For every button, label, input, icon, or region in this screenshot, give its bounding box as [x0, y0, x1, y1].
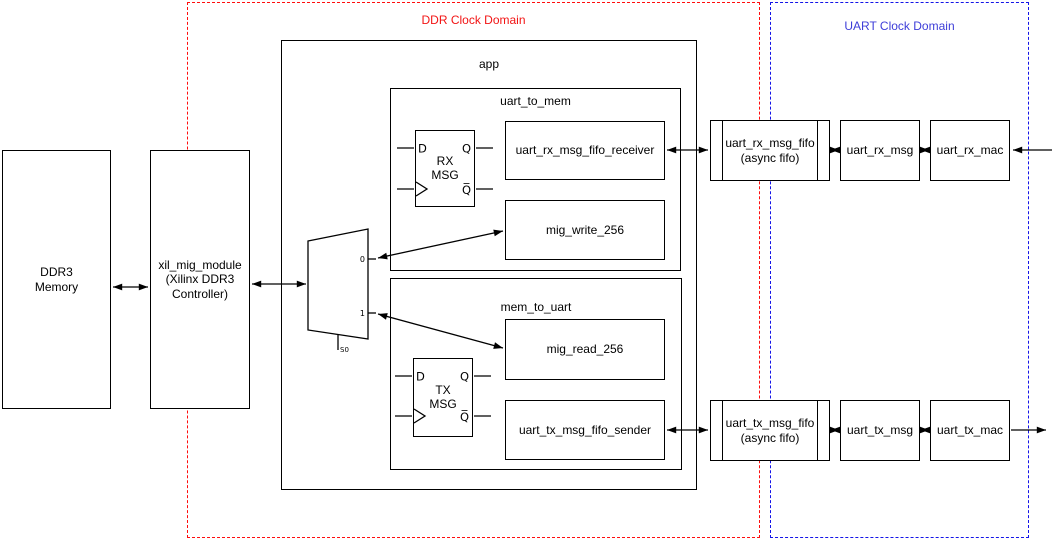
block-uart-rx-msg-label: uart_rx_msg [846, 143, 914, 158]
flipflop-rx-msg: RX MSG [415, 130, 475, 207]
uart-clock-domain-label: UART Clock Domain [844, 19, 955, 33]
block-uart-tx-mac: uart_tx_mac [930, 400, 1010, 461]
block-uart-to-mem-label: uart_to_mem [500, 94, 571, 108]
block-uart-rx-msg-fifo: uart_rx_msg_fifo (async fifo) [710, 120, 830, 181]
fifo-inner-line-right [817, 401, 819, 460]
block-xil-mig-module-label: xil_mig_module (Xilinx DDR3 Controller) [158, 258, 242, 301]
block-uart-rx-msg: uart_rx_msg [840, 120, 920, 181]
fifo-inner-line-left [721, 401, 723, 460]
block-mig-write-256: mig_write_256 [505, 200, 665, 260]
block-uart-tx-msg: uart_tx_msg [840, 400, 920, 461]
flipflop-tx-msg: TX MSG [413, 358, 473, 437]
block-ddr3-memory: DDR3 Memory [2, 150, 111, 409]
block-mig-read-256-label: mig_read_256 [546, 342, 624, 357]
fifo-inner-line-right [817, 121, 819, 180]
uart-clock-domain-region: UART Clock Domain [770, 2, 1029, 538]
block-uart-rx-mac: uart_rx_mac [930, 120, 1010, 181]
block-uart-tx-msg-fifo-sender: uart_tx_msg_fifo_sender [505, 400, 665, 460]
block-mig-write-256-label: mig_write_256 [545, 222, 625, 237]
block-ddr3-memory-label: DDR3 Memory [34, 265, 79, 294]
block-uart-tx-msg-label: uart_tx_msg [846, 423, 914, 438]
block-uart-tx-mac-label: uart_tx_mac [936, 423, 1004, 438]
block-uart-tx-msg-fifo: uart_tx_msg_fifo (async fifo) [710, 400, 830, 461]
block-xil-mig-module: xil_mig_module (Xilinx DDR3 Controller) [150, 150, 250, 409]
ddr-clock-domain-label: DDR Clock Domain [421, 13, 526, 27]
block-mig-read-256: mig_read_256 [505, 319, 665, 380]
block-uart-rx-mac-label: uart_rx_mac [936, 143, 1004, 158]
block-app-label: app [478, 57, 500, 71]
block-uart-rx-msg-fifo-receiver: uart_rx_msg_fifo_receiver [505, 121, 665, 180]
block-uart-tx-msg-fifo-label: uart_tx_msg_fifo (async fifo) [725, 416, 815, 445]
flipflop-tx-msg-label: TX MSG [429, 383, 457, 412]
block-uart-rx-msg-fifo-receiver-label: uart_rx_msg_fifo_receiver [515, 143, 655, 158]
block-mem-to-uart-label: mem_to_uart [500, 300, 572, 314]
fifo-inner-line-left [721, 121, 723, 180]
block-uart-rx-msg-fifo-label: uart_rx_msg_fifo (async fifo) [725, 136, 815, 165]
flipflop-rx-msg-label: RX MSG [431, 154, 459, 183]
block-uart-tx-msg-fifo-sender-label: uart_tx_msg_fifo_sender [518, 422, 652, 437]
